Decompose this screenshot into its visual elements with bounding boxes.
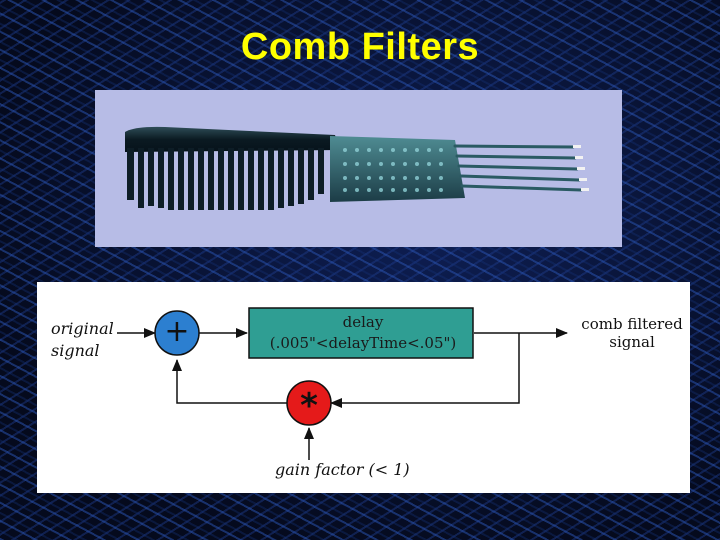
delay-label: delay (.005"<delayTime<.05") [251, 312, 475, 354]
slide-title: Comb Filters [240, 26, 480, 68]
gain-label: gain factor (< 1) [275, 460, 410, 479]
feedback-path-left [172, 359, 287, 404]
adder-symbol: + [164, 314, 190, 349]
output-label-line1: comb filtered [581, 315, 683, 333]
adder-node [154, 310, 200, 356]
input-label: original signal [51, 318, 114, 362]
delay-range: (.005"<delayTime<.05") [269, 334, 457, 352]
output-label: comb filtered signal [567, 315, 697, 351]
comb-filter-diagram: original signal + delay (.005"<delayTime… [37, 282, 690, 493]
multiplier-node [286, 380, 332, 426]
comb-photo [95, 90, 622, 247]
comb-image [125, 126, 589, 210]
delay-title: delay [342, 313, 384, 331]
input-label-line2: signal [51, 341, 100, 360]
delay-box [248, 307, 474, 359]
multiplier-symbol: * [300, 386, 318, 426]
output-label-line2: signal [609, 333, 655, 351]
input-label-line1: original [51, 319, 114, 338]
feedback-path-right [330, 333, 520, 408]
